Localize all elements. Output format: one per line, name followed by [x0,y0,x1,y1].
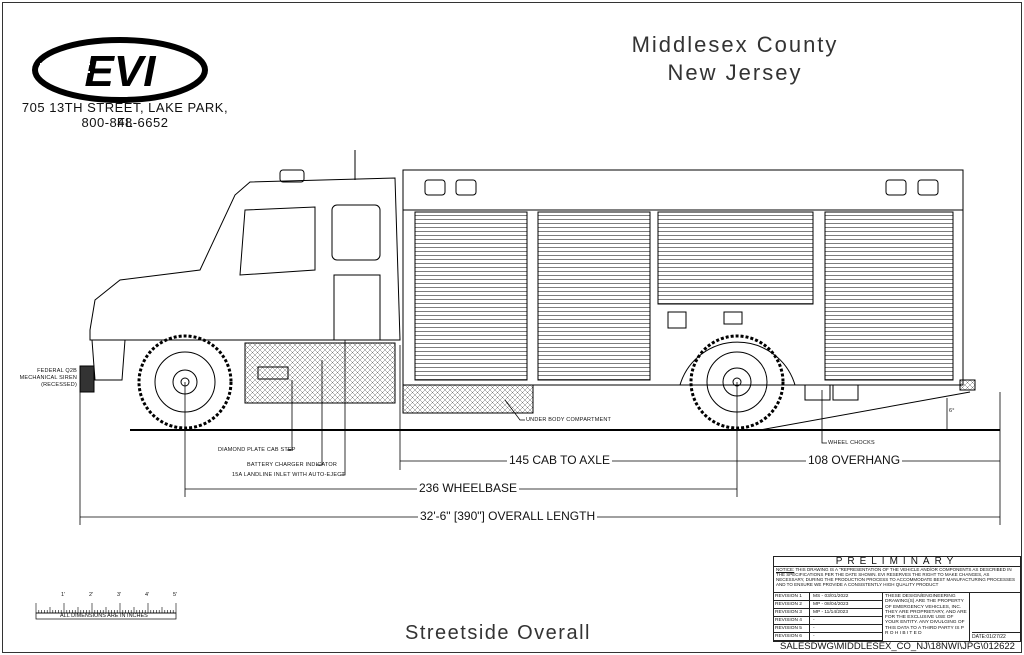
cab-step-callout: DIAMOND PLATE CAB STEP [218,447,296,453]
proprietary-notice: THESE DESIGN/ENGINEERING DRAWING(S) ARE … [882,593,970,641]
svg-text:EVI: EVI [85,47,157,96]
scale-tick-label: 5' [173,592,178,598]
revision-label: REVISION 4 [774,617,810,624]
view-title: Streetside Overall [405,622,591,644]
revision-row: REVISION 5- [774,625,882,633]
revision-value: MP - 11/14/2023 [813,610,849,615]
battery-callout: BATTERY CHARGER INDICATOR [247,462,338,468]
siren-line-2: MECHANICAL SIREN [19,375,77,381]
revision-value: - [813,618,815,623]
title-state: New Jersey [667,60,803,85]
scale-note: ALL DIMENSIONS ARE IN INCHES [60,613,148,619]
angle-callout: 6° [949,408,955,414]
title-block: PRELIMINARY NOTICE: THIS DRAWING IS A "R… [773,556,1021,642]
cab [79,150,401,404]
under-body-callout: UNDER BODY COMPARTMENT [526,417,612,423]
scale-tick-label: 3' [117,592,122,598]
departure-angle-line [759,391,971,431]
notice-label: NOTICE: [776,567,795,572]
revision-label: REVISION 1 [774,593,810,600]
revision-value: MS - 03/01/2022 [813,594,849,599]
revision-label: REVISION 6 [774,633,810,640]
revision-label: REVISION 2 [774,601,810,608]
company-phone: 800-848-6652 [81,115,169,130]
siren-callout: FEDERAL Q2B MECHANICAL SIREN (RECESSED) [15,368,77,389]
overall-length-dimension: 32'-6" [390"] OVERALL LENGTH [418,509,598,523]
company-address: 705 13TH STREET, LAKE PARK, FL [21,100,229,130]
revision-value: MP - 08/04/2023 [813,602,849,607]
notice-body: THIS DRAWING IS A "REPRESENTATION OF THE… [776,567,1015,587]
wheel-chocks-callout: WHEEL CHOCKS [828,440,875,446]
revision-label: REVISION 3 [774,609,810,616]
rescue-body [402,169,976,414]
landline-callout: 15A LANDLINE INLET WITH AUTO-EJECT [232,472,345,478]
revision-row: REVISION 4- [774,617,882,625]
siren-line-1: FEDERAL Q2B [37,368,77,374]
title-county: Middlesex County [631,32,839,57]
cab-to-axle-dimension: 145 CAB TO AXLE [507,453,612,467]
revision-value: - [813,626,815,631]
revision-value: - [813,634,815,639]
status-label: PRELIMINARY [774,557,1020,567]
scale-tick-label: 1' [61,592,66,598]
evi-logo: EVI [32,37,208,103]
scale-tick-label: 4' [145,592,150,598]
wheelbase-dimension: 236 WHEELBASE [417,481,520,495]
revision-label: REVISION 5 [774,625,810,632]
siren-line-3: (RECESSED) [41,382,77,388]
revision-row: REVISION 6- [774,633,882,641]
notice-text: NOTICE: THIS DRAWING IS A "REPRESENTATIO… [774,567,1020,593]
overhang-dimension: 108 OVERHANG [806,453,903,467]
drawing-date: DATE:01/27/22 [972,632,1020,640]
file-path: SALESDWG\MIDDLESEX_CO_NJ\18NWI\JPG\01262… [780,641,1015,652]
scale-tick-label: 2' [89,592,94,598]
